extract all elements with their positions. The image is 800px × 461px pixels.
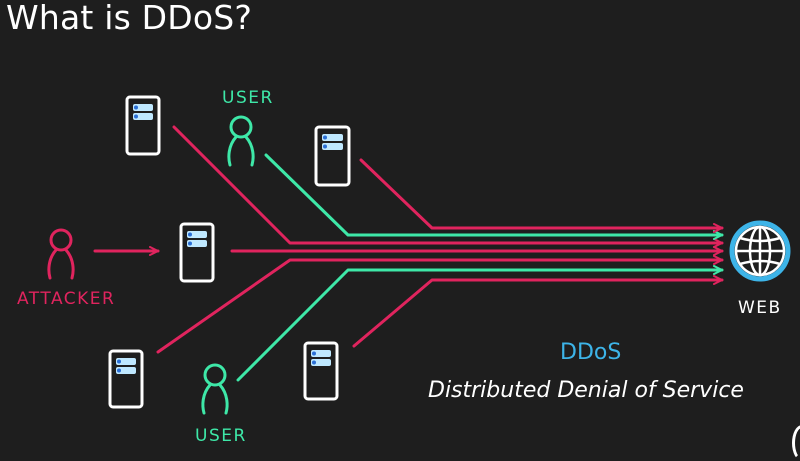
corner-mark — [792, 425, 800, 461]
ddos-expansion: Distributed Denial of Service — [428, 378, 744, 403]
user-icon — [201, 363, 229, 415]
server-icon — [314, 125, 351, 187]
ddos-term: DDoS — [560, 340, 622, 365]
attacker-icon — [47, 228, 75, 280]
web-label: WEB — [738, 298, 782, 318]
attacker-label: ATTACKER — [17, 289, 116, 309]
attack-line-server-bottom-left — [156, 255, 724, 354]
attack-line-server-bottom-middle — [352, 275, 724, 348]
user-icon — [227, 115, 255, 167]
server-icon — [303, 341, 339, 401]
user-label-top: USER — [222, 88, 274, 108]
server-icon — [108, 349, 144, 409]
page-title: What is DDoS? — [6, 0, 253, 37]
user-traffic-bottom — [236, 265, 724, 382]
server-icon — [125, 95, 161, 156]
globe-icon — [729, 220, 791, 282]
server-icon — [179, 222, 215, 283]
attack-line-server-top-middle — [359, 158, 724, 233]
attack-line-server-top-left — [172, 125, 724, 248]
ddos-diagram — [47, 95, 791, 415]
user-traffic-top — [264, 153, 724, 240]
user-label-bottom: USER — [195, 426, 247, 446]
